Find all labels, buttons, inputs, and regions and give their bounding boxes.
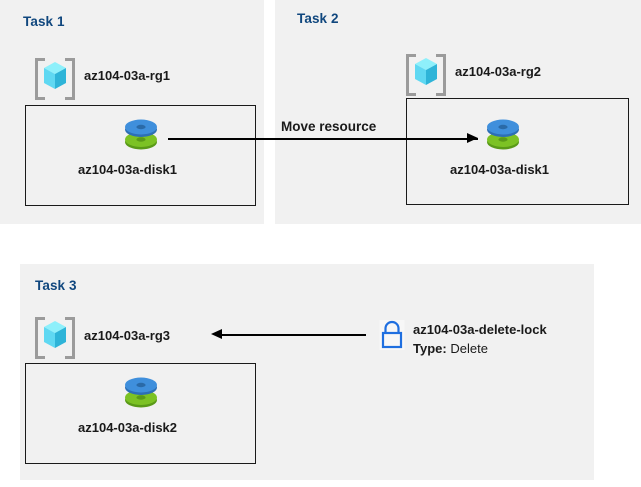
cube-glyph-icon [415, 58, 437, 85]
resource-group-icon [406, 52, 446, 96]
lock-type-row: Type: Delete [413, 341, 488, 356]
lock-label: az104-03a-delete-lock [413, 322, 547, 337]
move-resource-connector-line [168, 138, 478, 140]
resource-label: az104-03a-disk1 [78, 162, 178, 177]
disk-icon [122, 114, 160, 152]
task-1-title: Task 1 [23, 14, 65, 29]
bracket-right-icon [65, 58, 75, 100]
task-3-title: Task 3 [35, 278, 77, 293]
task-2-resource-box [406, 98, 629, 205]
bracket-right-icon [436, 54, 446, 96]
lock-type-key: Type: [413, 341, 447, 356]
cube-glyph-icon [44, 62, 66, 89]
task-3-resource-box [25, 363, 256, 464]
resource-group-label: az104-03a-rg1 [84, 68, 170, 83]
lock-type-value: Delete [450, 341, 488, 356]
lock-icon [378, 320, 406, 350]
resource-group-icon [35, 315, 75, 359]
resource-label: az104-03a-disk1 [450, 162, 550, 177]
lock-connector-line [220, 334, 366, 336]
lock-arrowhead-icon [211, 329, 222, 339]
task-3-panel [20, 264, 594, 480]
task-1-resource-box [25, 105, 256, 206]
disk-icon [484, 114, 522, 152]
move-resource-label: Move resource [281, 119, 377, 134]
bracket-right-icon [65, 317, 75, 359]
resource-group-label: az104-03a-rg3 [84, 328, 170, 343]
resource-label: az104-03a-disk2 [78, 420, 178, 435]
resource-group-icon [35, 56, 75, 100]
bracket-left-icon [35, 317, 45, 359]
task-2-title: Task 2 [297, 11, 339, 26]
bracket-left-icon [35, 58, 45, 100]
bracket-left-icon [406, 54, 416, 96]
task-2-panel [275, 0, 641, 224]
task-1-panel [0, 0, 264, 224]
disk-icon [122, 372, 160, 410]
resource-group-label: az104-03a-rg2 [455, 64, 541, 79]
cube-glyph-icon [44, 321, 66, 348]
move-resource-arrowhead-icon [467, 133, 478, 143]
